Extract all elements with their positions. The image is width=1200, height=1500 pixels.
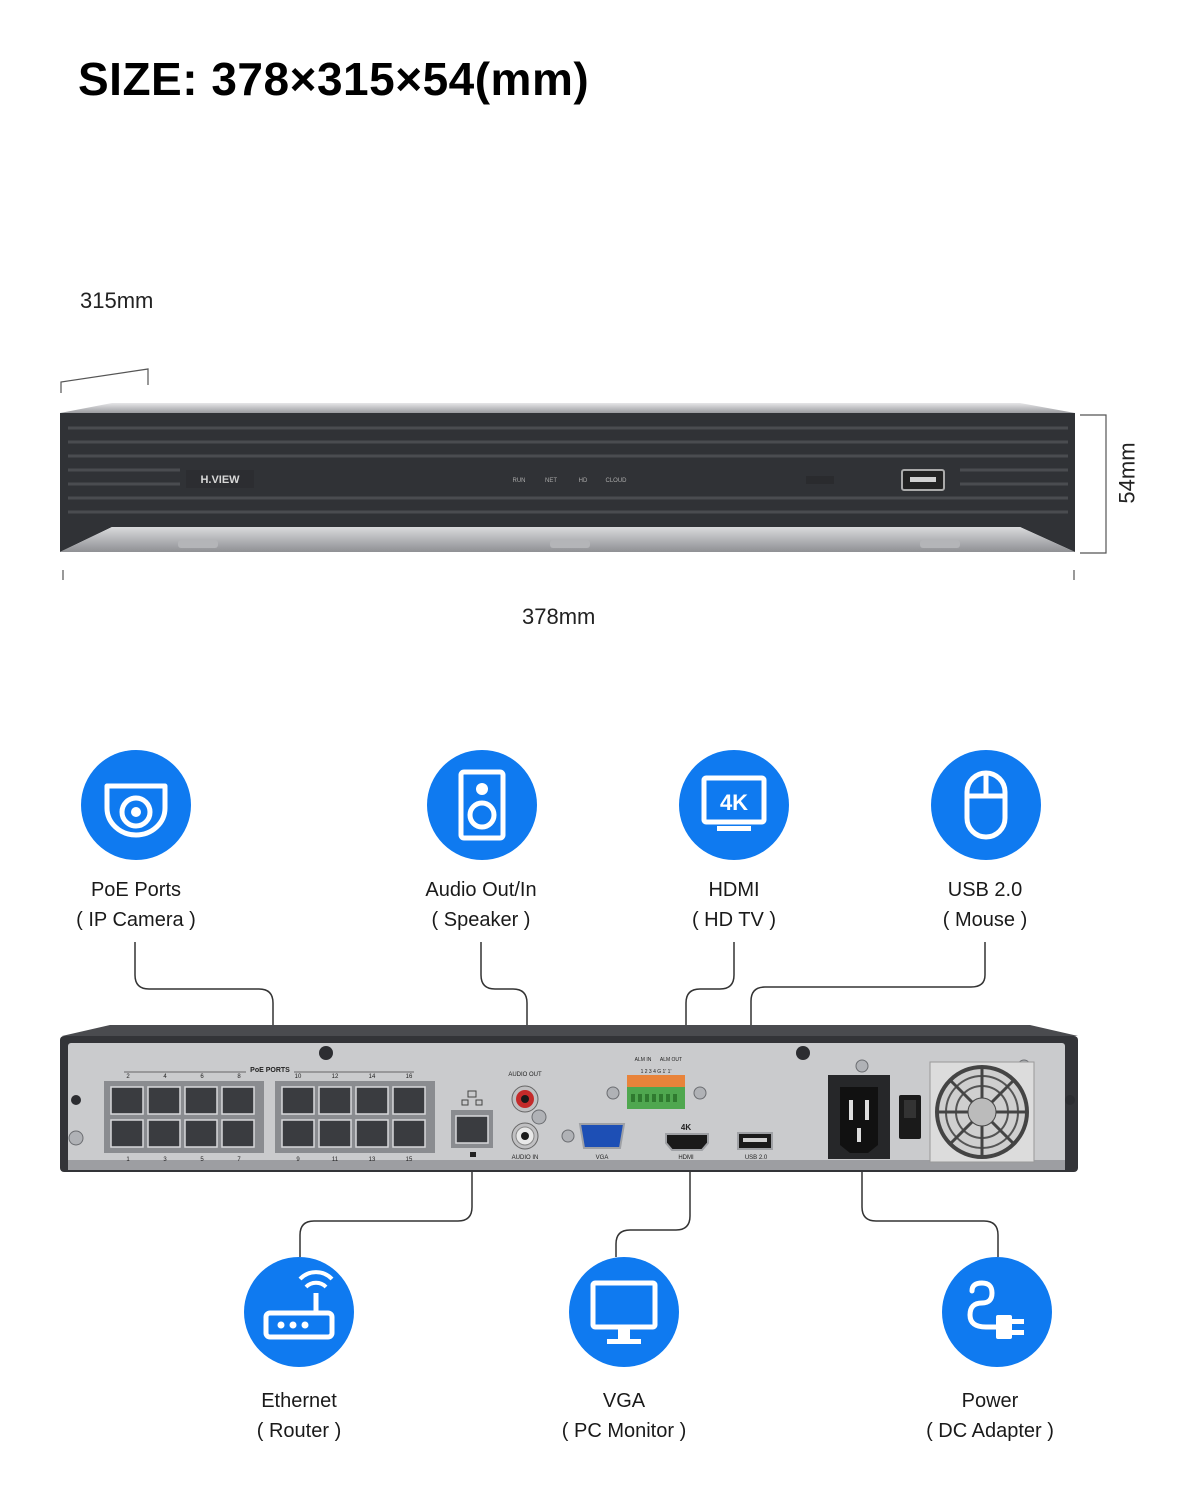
poe-port-number: 14 <box>369 1074 376 1080</box>
monitor-icon <box>590 1280 658 1344</box>
poe-port-number: 5 <box>200 1157 204 1163</box>
router-icon <box>263 1270 335 1340</box>
led-cloud-label: CLOUD <box>605 478 627 484</box>
depth-dimension-label: 315mm <box>80 288 154 313</box>
dome-camera-icon <box>104 783 168 838</box>
feature-subtitle: ( PC Monitor ) <box>561 1420 687 1442</box>
usb-feature-label: USB 2.0 ( Mouse ) <box>865 875 1105 935</box>
power-feature-label: Power ( DC Adapter ) <box>870 1386 1110 1446</box>
feature-subtitle: ( DC Adapter ) <box>926 1420 1054 1442</box>
feature-title: Ethernet <box>261 1390 337 1412</box>
usb-label: USB 2.0 <box>745 1155 768 1161</box>
feature-title: HDMI <box>708 879 760 901</box>
hdmi-label: HDMI <box>678 1155 694 1161</box>
nvr-front-view: H.VIEW RUN NET HD CLOUD <box>60 368 1107 580</box>
led-run-label: RUN <box>513 478 526 484</box>
poe-port-number: 3 <box>163 1157 167 1163</box>
4k-icon-text: 4K <box>720 790 748 815</box>
audio-feature-label: Audio Out/In ( Speaker ) <box>361 875 601 935</box>
vga-feature-circle <box>569 1257 679 1367</box>
alarm-pin-labels: 1 2 3 4 G 1' 1' <box>641 1069 672 1075</box>
poe-port-number: 7 <box>237 1157 241 1163</box>
height-bracket <box>1080 414 1107 554</box>
poe-port-number: 13 <box>369 1157 376 1163</box>
hdmi-4k-badge: 4K <box>681 1123 691 1132</box>
poe-port-block-right <box>275 1081 435 1153</box>
feature-title: Audio Out/In <box>425 879 537 901</box>
hdmi-port <box>665 1133 709 1151</box>
nvr-rear-view: PoE PORTS 2 4 6 8 10 12 14 16 1 3 <box>60 1025 1078 1172</box>
poe-port-number: 10 <box>295 1074 302 1080</box>
ethernet-feature-label: Ethernet ( Router ) <box>179 1386 419 1446</box>
poe-feature-label: PoE Ports ( IP Camera ) <box>16 875 256 935</box>
depth-bracket <box>60 368 149 393</box>
poe-port-number: 15 <box>406 1157 413 1163</box>
feature-title: PoE Ports <box>90 879 182 901</box>
mouse-icon <box>964 770 1008 840</box>
audio-out-label: AUDIO OUT <box>508 1072 542 1078</box>
poe-port-number: 12 <box>332 1074 339 1080</box>
vga-label: VGA <box>596 1155 609 1161</box>
feature-subtitle: ( HD TV ) <box>691 909 777 931</box>
alarm-terminal <box>627 1075 685 1087</box>
feature-title: VGA <box>602 1390 646 1412</box>
poe-port-number: 11 <box>332 1157 339 1163</box>
usb-feature-circle <box>931 750 1041 860</box>
poe-port-number: 8 <box>237 1074 241 1080</box>
feature-subtitle: ( Mouse ) <box>942 909 1028 931</box>
alarm-in-label: ALM IN <box>635 1057 652 1063</box>
hdmi-feature-label: HDMI ( HD TV ) <box>614 875 854 935</box>
poe-port-number: 9 <box>296 1157 300 1163</box>
feature-subtitle: ( Speaker ) <box>431 909 531 931</box>
vga-feature-label: VGA ( PC Monitor ) <box>504 1386 744 1446</box>
poe-port-number: 1 <box>126 1157 130 1163</box>
audio-in-label: AUDIO IN <box>512 1155 539 1161</box>
led-net-label: NET <box>545 478 557 484</box>
poe-port-number: 4 <box>163 1074 167 1080</box>
poe-port-number: 16 <box>406 1074 413 1080</box>
alarm-out-label: ALM OUT <box>660 1057 682 1063</box>
feature-title: Power <box>961 1390 1019 1412</box>
speaker-icon <box>458 769 506 841</box>
vga-port <box>578 1123 626 1149</box>
brand-logo: H.VIEW <box>200 474 240 486</box>
ethernet-feature-circle <box>244 1257 354 1367</box>
page-title: SIZE: 378×315×54(mm) <box>78 53 590 105</box>
poe-port-block-left <box>104 1081 264 1153</box>
feature-title: USB 2.0 <box>947 879 1023 901</box>
feature-subtitle: ( IP Camera ) <box>76 909 196 931</box>
power-feature-circle <box>942 1257 1052 1367</box>
hdmi-feature-circle: 4K <box>679 750 789 860</box>
audio-feature-circle <box>427 750 537 860</box>
poe-port-number: 6 <box>200 1074 204 1080</box>
poe-ports-label: PoE PORTS <box>250 1067 290 1074</box>
width-dimension-label: 378mm <box>522 604 596 629</box>
feature-subtitle: ( Router ) <box>256 1420 342 1442</box>
led-hd-label: HD <box>579 478 588 484</box>
power-plug-icon <box>967 1280 1024 1339</box>
lan-port <box>451 1090 493 1157</box>
poe-port-number: 2 <box>126 1074 130 1080</box>
4k-display-icon: 4K <box>701 775 767 831</box>
poe-feature-circle <box>81 750 191 860</box>
